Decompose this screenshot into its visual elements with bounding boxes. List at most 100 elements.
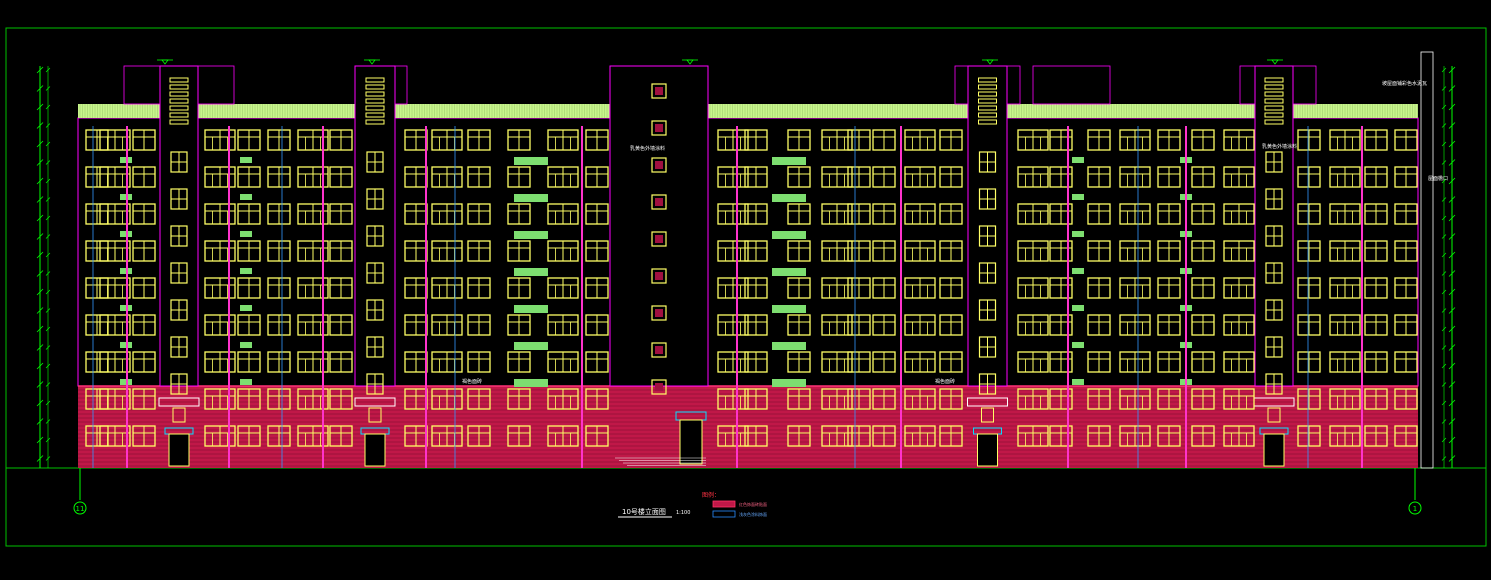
dim-tick xyxy=(45,160,51,165)
dim-tick xyxy=(36,251,44,259)
tower-window-pane xyxy=(655,161,663,169)
axis-marker-left: 11 xyxy=(73,468,87,515)
dim-tick xyxy=(36,66,44,74)
dim-tick xyxy=(36,103,44,111)
dim-tick xyxy=(45,86,51,91)
tower-window xyxy=(651,194,667,210)
balcony-slab xyxy=(772,305,806,313)
louver xyxy=(169,91,189,97)
tower-window xyxy=(651,120,667,136)
balcony-slab xyxy=(240,157,252,163)
dim-tick xyxy=(1441,271,1447,276)
dim-tick xyxy=(1448,233,1456,240)
louver xyxy=(1264,119,1284,125)
tower-window-pane xyxy=(655,309,663,317)
elevation-marker-triangle xyxy=(1271,59,1279,65)
wall-note-left: 乳黄色外墙涂料 xyxy=(630,145,665,152)
tower-window xyxy=(651,268,667,284)
roof-band xyxy=(1293,104,1418,118)
side-leader xyxy=(1420,51,1434,469)
dim-tick xyxy=(1448,362,1456,370)
dim-tick xyxy=(1448,103,1456,111)
dim-tick xyxy=(1441,308,1447,313)
entrance-door xyxy=(977,433,998,467)
entrance-canopy xyxy=(158,397,200,407)
building-facade xyxy=(77,65,1419,468)
louver xyxy=(978,105,997,111)
dim-tick xyxy=(36,214,44,222)
dim-tick xyxy=(1441,67,1447,73)
base-note-right: 褐色面砖 xyxy=(935,378,955,385)
roof-note: 坡屋面铺彩色水泥瓦 xyxy=(1382,80,1427,87)
louver xyxy=(169,77,189,83)
entrance-window xyxy=(368,407,382,423)
balcony-slab xyxy=(1072,157,1084,163)
louver xyxy=(365,105,385,111)
elevation-marker-triangle xyxy=(686,59,694,65)
dim-tick xyxy=(45,363,51,369)
balcony-slab xyxy=(1072,342,1084,348)
dim-tick xyxy=(1441,215,1447,221)
balcony-slab xyxy=(514,231,548,239)
louver xyxy=(978,91,997,97)
louver xyxy=(365,84,385,90)
legend-heading: 图例： xyxy=(702,491,720,499)
dimension-scales xyxy=(36,51,1456,469)
drawing-title: 10号楼立面图 xyxy=(622,507,666,516)
roof-band xyxy=(198,104,355,118)
dim-tick xyxy=(1441,363,1447,369)
axis-marker-right: 1 xyxy=(1408,468,1422,515)
dim-tick xyxy=(1448,159,1456,166)
louver xyxy=(169,112,189,118)
dim-tick xyxy=(36,307,44,314)
louver xyxy=(169,105,189,111)
tower-window xyxy=(651,83,667,99)
legend-swatch-paint xyxy=(712,510,736,518)
tower-window xyxy=(651,157,667,173)
balcony-slab xyxy=(772,379,806,387)
balcony-slab xyxy=(514,157,548,165)
dim-tick xyxy=(36,85,44,92)
dim-tick xyxy=(45,123,51,128)
dim-tick xyxy=(36,344,44,351)
dim-tick xyxy=(1441,178,1447,184)
balcony-slab xyxy=(514,379,548,387)
dim-tick xyxy=(1448,196,1456,203)
entrance-window xyxy=(172,407,186,423)
balcony-slab xyxy=(1072,379,1084,385)
legend-swatch-brick xyxy=(712,500,736,508)
annotations: 坡屋面铺彩色水泥瓦 乳黄色外墙涂料 乳黄色外墙涂料 褐色面砖 褐色面砖 屋面檐口 xyxy=(462,80,1448,385)
balcony-slab xyxy=(514,194,548,202)
dim-tick xyxy=(1448,214,1456,222)
dim-tick xyxy=(1441,289,1447,295)
dim-tick xyxy=(1448,381,1456,388)
balcony-slab xyxy=(240,305,252,311)
side-note: 屋面檐口 xyxy=(1428,175,1448,182)
dim-tick xyxy=(1448,288,1456,296)
dim-tick xyxy=(1448,418,1456,425)
stair-tower xyxy=(609,65,709,387)
louver xyxy=(1264,105,1284,111)
dim-tick xyxy=(36,159,44,166)
louver xyxy=(978,77,997,83)
dim-tick xyxy=(1441,437,1447,443)
dim-tick xyxy=(45,382,51,387)
dim-tick xyxy=(45,345,51,350)
dim-tick xyxy=(1441,419,1447,424)
louver xyxy=(1264,98,1284,104)
dim-tick xyxy=(1441,123,1447,128)
elevation-marker-triangle xyxy=(368,59,376,65)
dim-tick xyxy=(1441,456,1447,461)
drawing-scale: 1:100 xyxy=(676,510,690,516)
balcony-slab xyxy=(772,342,806,350)
legend-label-0: 红色饰面砖贴面 xyxy=(739,501,767,507)
drawing-frame xyxy=(5,27,1487,547)
louver xyxy=(978,84,997,90)
entrance-door xyxy=(168,433,190,467)
louver xyxy=(1264,91,1284,97)
louver xyxy=(365,112,385,118)
balcony-slab xyxy=(240,268,252,274)
dim-tick xyxy=(45,400,51,406)
dim-tick xyxy=(1441,141,1447,147)
